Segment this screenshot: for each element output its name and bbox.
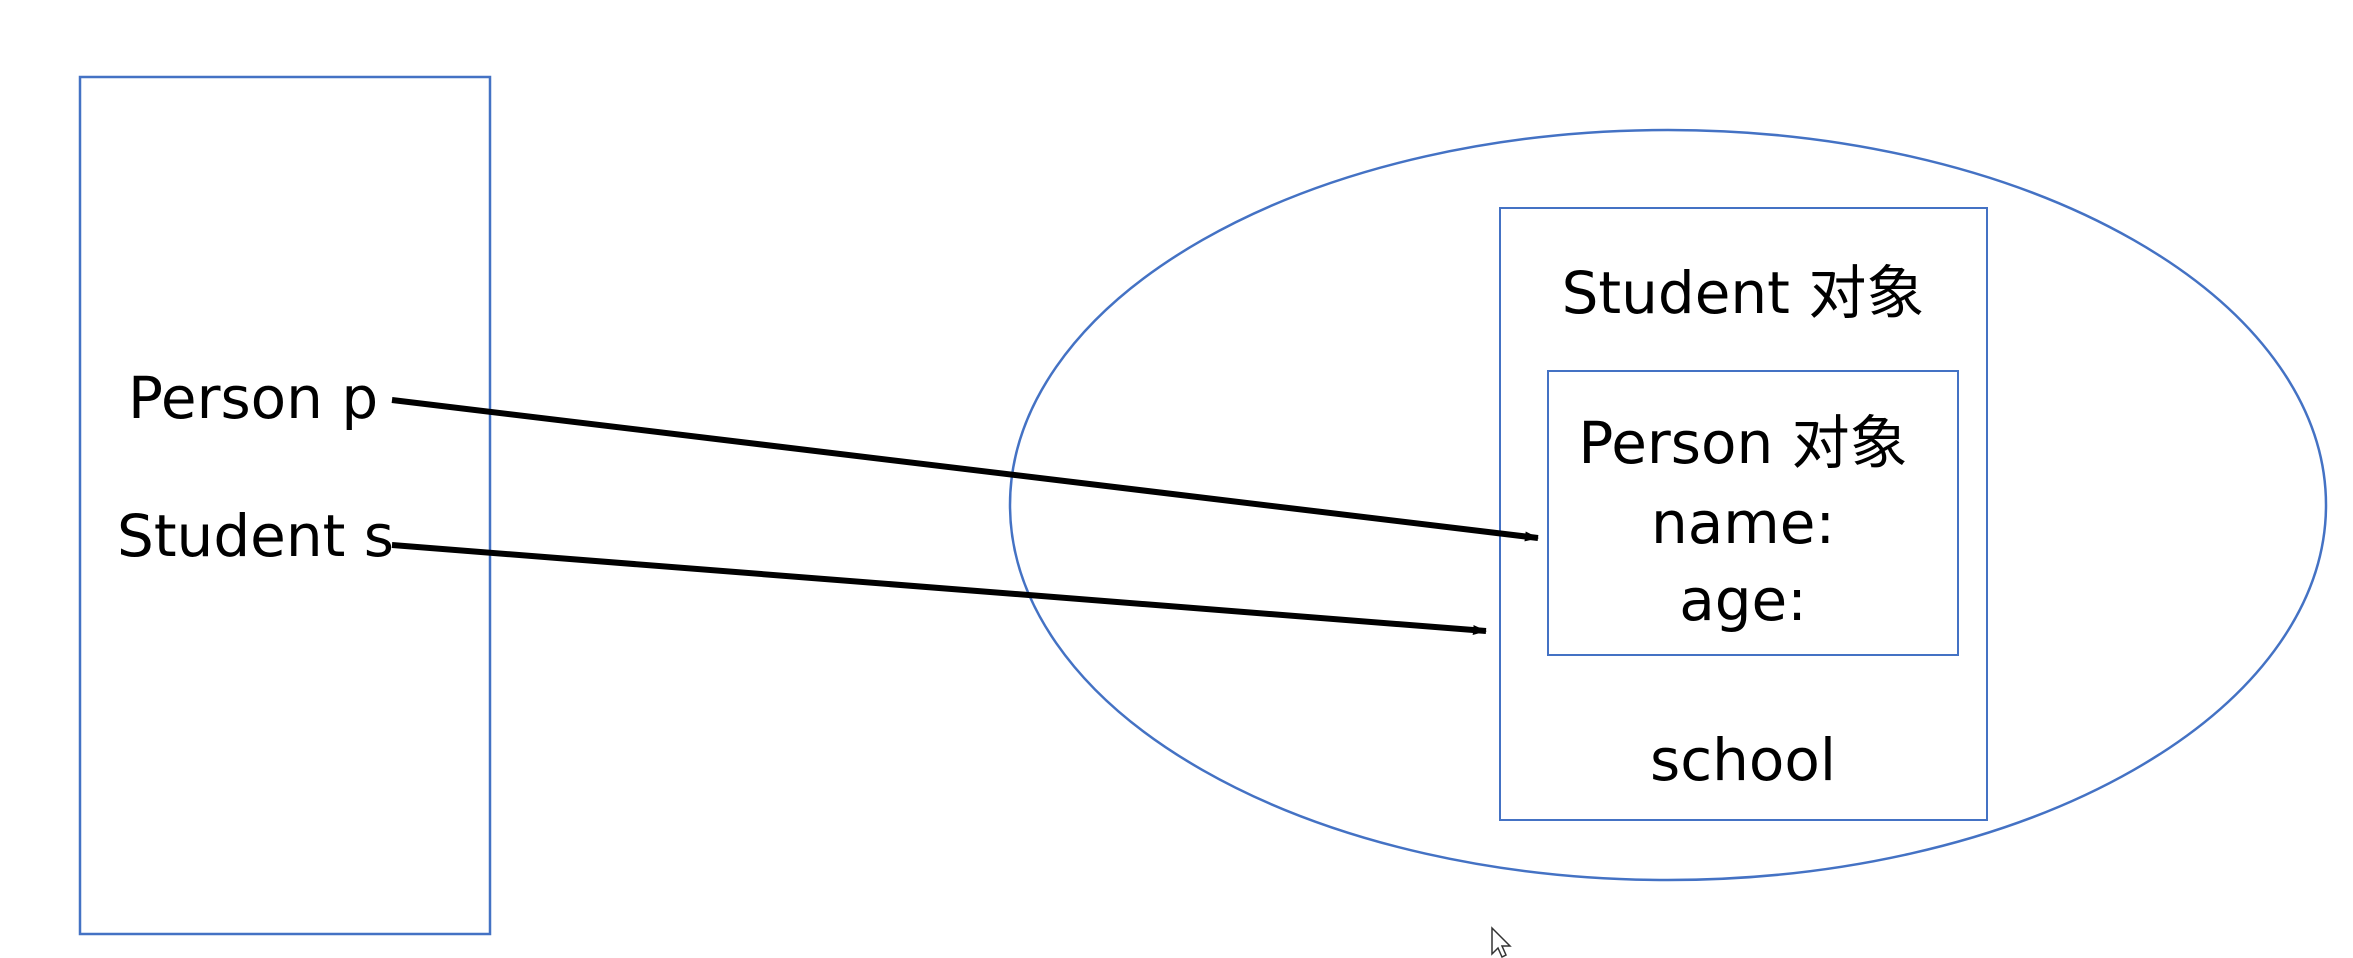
person-object-title: Person 对象 — [1578, 409, 1907, 477]
heap-ellipse — [1008, 128, 2328, 882]
stack-label-student-s: Student s — [117, 502, 394, 570]
arrow-person-p-to-person-object — [391, 397, 1539, 542]
person-object-box — [1547, 370, 1959, 656]
student-field-school: school — [1650, 726, 1836, 794]
person-field-name: name: — [1651, 489, 1835, 557]
student-object-box — [1499, 207, 1988, 821]
person-field-age: age: — [1679, 566, 1807, 634]
arrow-student-s-to-student-object — [391, 542, 1487, 635]
student-object-title: Student 对象 — [1562, 259, 1925, 327]
stack-box — [78, 75, 492, 936]
stack-label-person-p: Person p — [128, 364, 378, 432]
mouse-cursor-icon — [1491, 926, 1512, 958]
